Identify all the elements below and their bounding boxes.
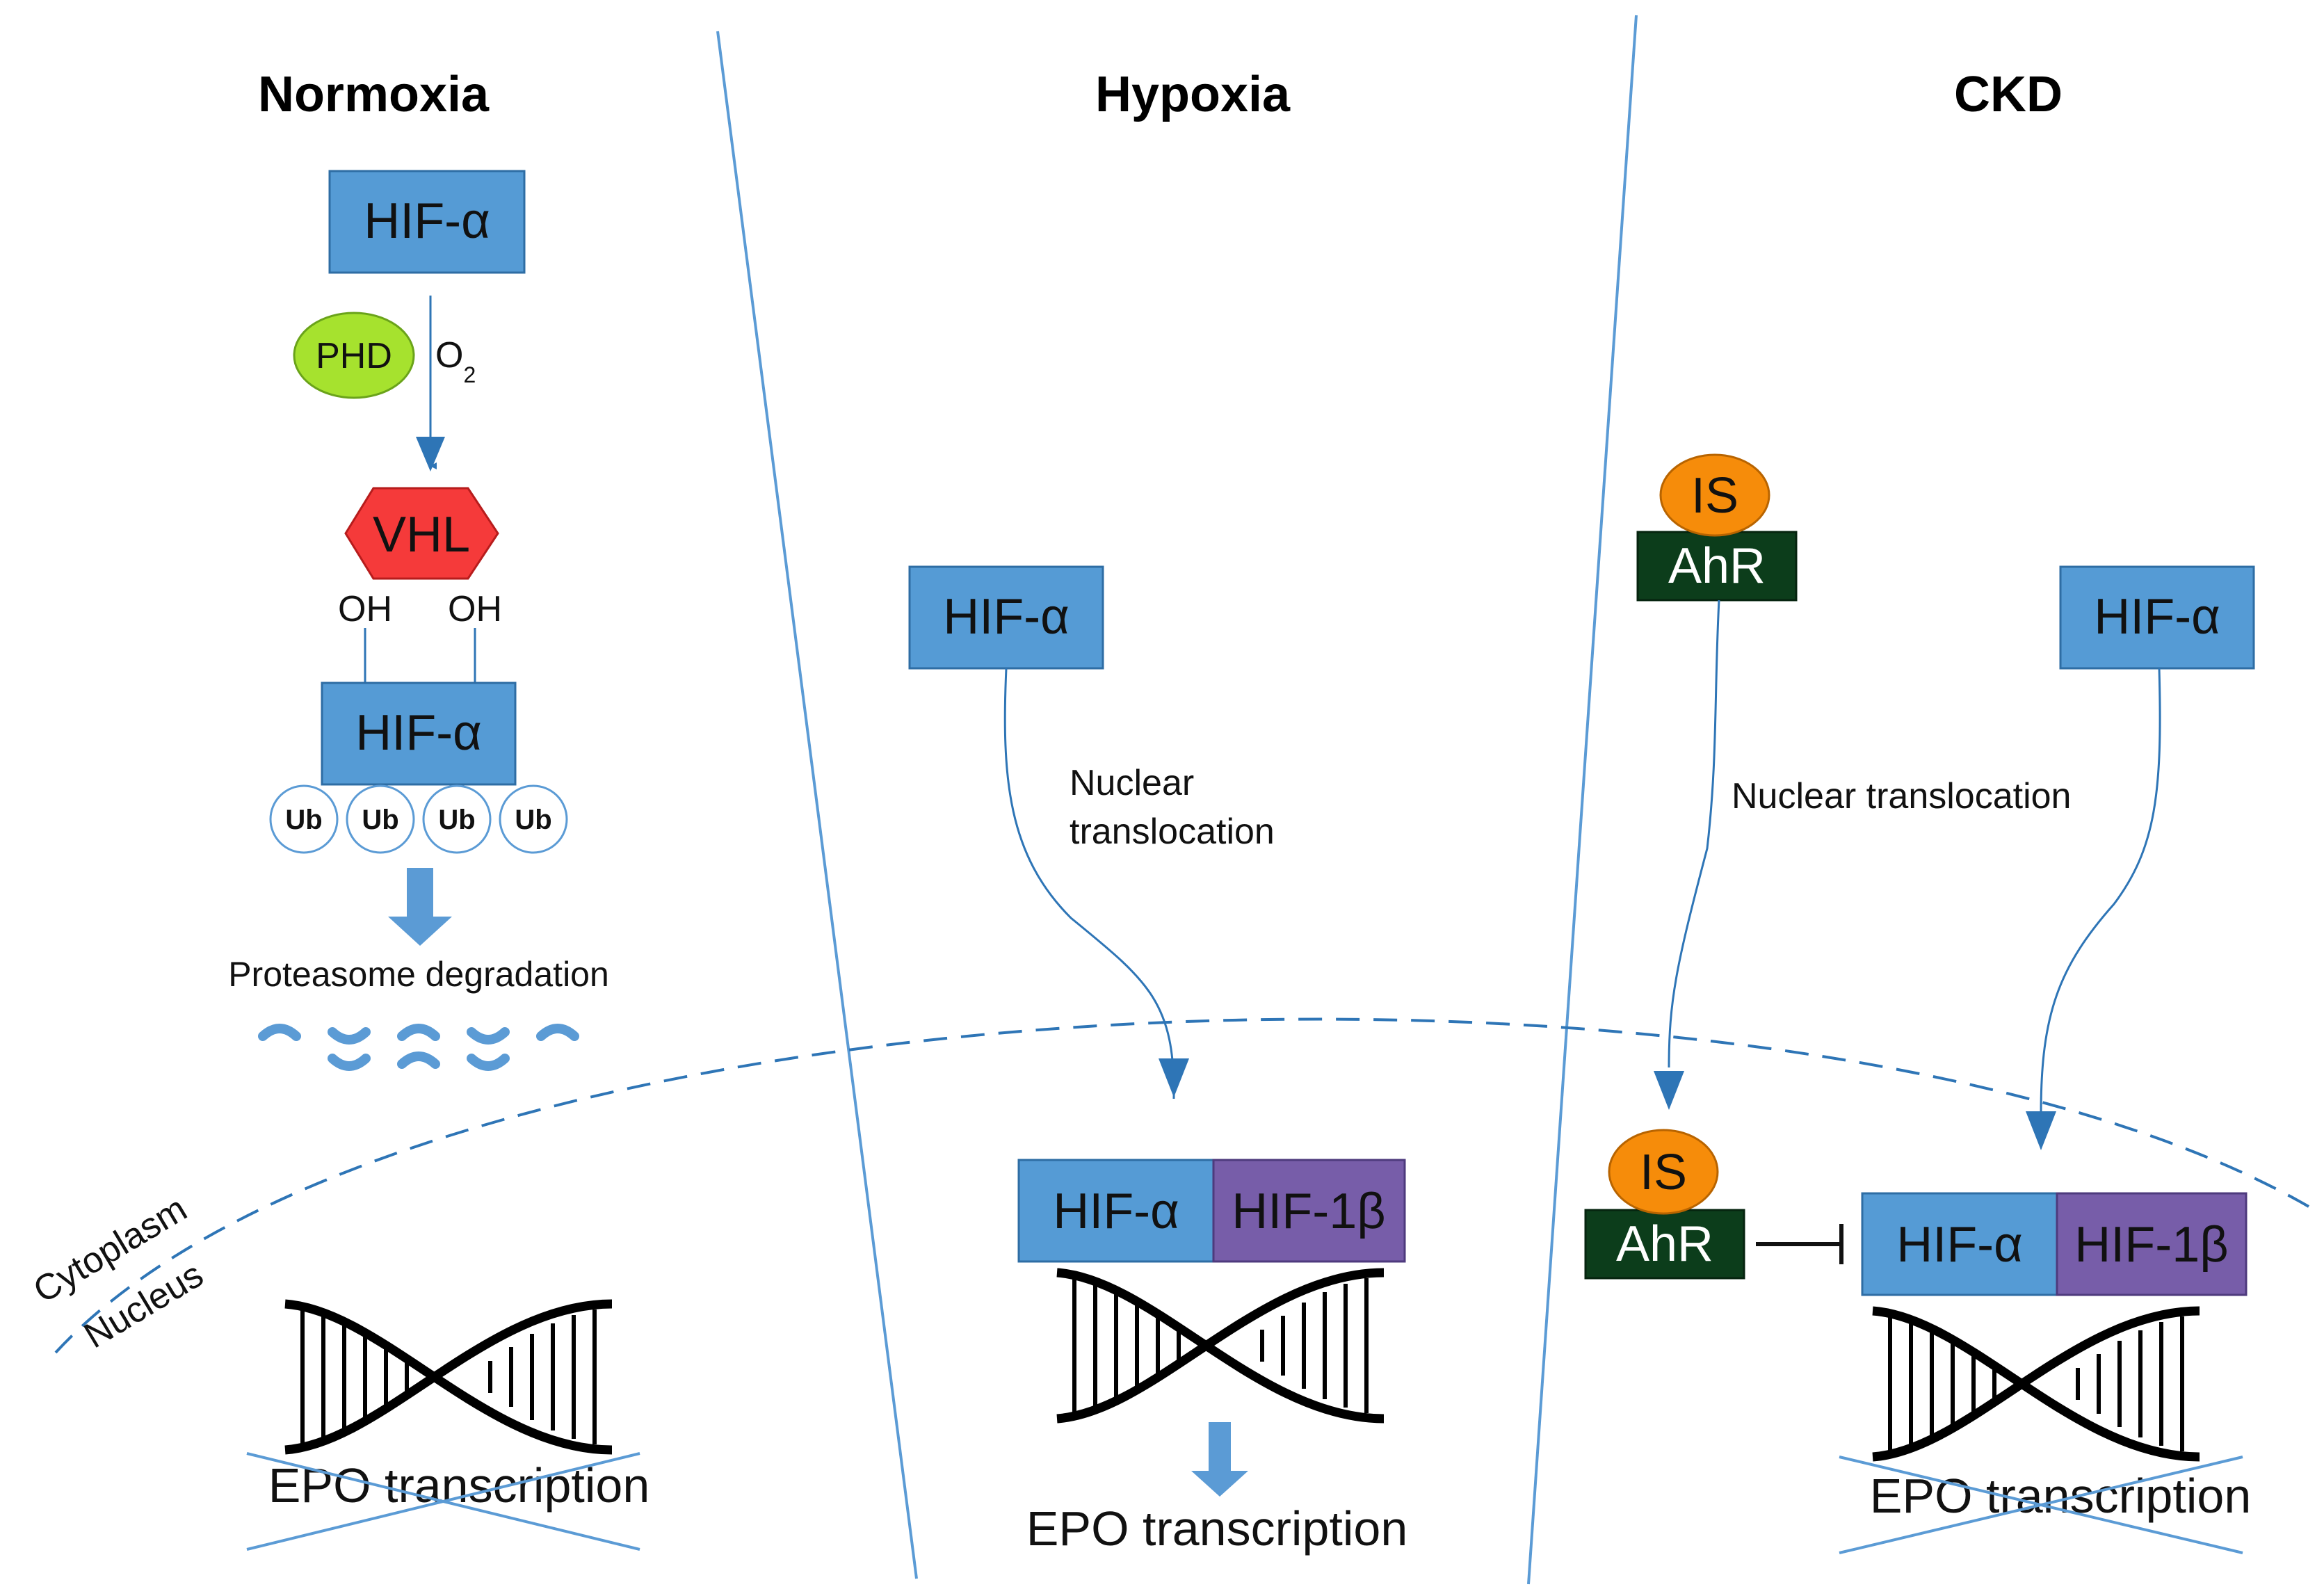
ubiquitin-label: Ub: [285, 805, 322, 835]
is-label: IS: [1640, 1145, 1687, 1200]
hif-1beta-complex-box: [2056, 1192, 2248, 1296]
nuclear-translocation-label: Nuclear: [1070, 763, 1194, 803]
hypoxia-panel: Hypoxia HIF-α Nuclear translocation HIF-…: [908, 67, 1408, 1556]
hif-1beta-complex-box: [1212, 1159, 1406, 1263]
inhibition-bar-icon: [1756, 1224, 1843, 1264]
hif-translocation-arrow: [2040, 668, 2161, 1113]
ahr-label: AhR: [1616, 1216, 1713, 1272]
ubiquitin-label: Ub: [362, 805, 398, 835]
normoxia-title: Normoxia: [258, 67, 490, 122]
hif-1beta-complex-label: HIF-1β: [1232, 1184, 1385, 1239]
hif-alpha-box: [2059, 565, 2255, 670]
hif-alpha-box-bound: [321, 682, 517, 786]
ckd-title: CKD: [1954, 67, 2063, 122]
hif-1beta-complex-label: HIF-1β: [2074, 1217, 2228, 1273]
protein-fragment-icon: [258, 1024, 579, 1071]
panel-divider-left: [716, 31, 918, 1579]
arrow-down-icon: [1191, 1422, 1248, 1497]
ubiquitin-label: Ub: [438, 805, 475, 835]
hypoxia-title: Hypoxia: [1095, 67, 1291, 122]
hif-alpha-label: HIF-α: [2094, 589, 2220, 645]
hif-alpha-complex-label: HIF-α: [1053, 1184, 1179, 1239]
ubiquitin-label: Ub: [515, 805, 551, 835]
epo-transcription-label: EPO transcription: [1026, 1501, 1408, 1556]
nuclear-translocation-label-2: translocation: [1070, 812, 1275, 852]
hif-alpha-box-top: [328, 170, 526, 274]
vhl-label: VHL: [373, 507, 470, 563]
translocation-arrow: [1003, 668, 1175, 1099]
arrow-down-icon: [2026, 1111, 2056, 1150]
arrow-down-icon: [1159, 1058, 1189, 1097]
nuclear-translocation-label: Nuclear translocation: [1732, 776, 2071, 816]
oh-group-right: OH: [448, 589, 502, 629]
hif-alpha-complex-box: [1017, 1159, 1215, 1263]
is-toxin-bottom: [1608, 1129, 1719, 1215]
ahr-receptor-bottom: [1584, 1209, 1745, 1280]
epo-transcription-label: EPO transcription: [1870, 1469, 2252, 1523]
dna-helix-icon: [1873, 1311, 2200, 1457]
nuclear-membrane: [54, 1017, 2309, 1354]
hif-alpha-complex-label: HIF-α: [1896, 1217, 2023, 1273]
ahr-receptor-top: [1636, 531, 1798, 602]
ahr-label: AhR: [1668, 538, 1766, 594]
hif-alpha-bound-label: HIF-α: [355, 705, 482, 761]
hif-alpha-complex-box: [1861, 1192, 2058, 1296]
is-toxin-top: [1659, 453, 1770, 537]
dna-helix-icon: [285, 1304, 612, 1450]
ahr-translocation-arrow: [1668, 599, 1720, 1068]
hif-alpha-label: HIF-α: [943, 589, 1070, 645]
ubiquitin-chain: Ub Ub Ub Ub: [269, 784, 568, 854]
ckd-panel: CKD AhR IS HIF-α Nuclear translocation A…: [1584, 67, 2255, 1554]
hif-alpha-box: [908, 565, 1104, 670]
arrow-down-icon: [416, 437, 445, 471]
oh-group-left: OH: [338, 589, 392, 629]
cross-out-mark: [1839, 1456, 2243, 1554]
arrow-down-icon: [388, 868, 452, 946]
phd-label: PHD: [316, 336, 392, 376]
arrow-down-icon: [1654, 1071, 1684, 1110]
proteasome-degradation-label: Proteasome degradation: [228, 955, 609, 994]
dna-helix-icon: [1057, 1273, 1384, 1419]
cross-out-mark: [246, 1452, 640, 1551]
vhl-protein: [344, 487, 499, 580]
is-label: IS: [1691, 468, 1738, 524]
phd-enzyme: [293, 312, 415, 399]
panel-divider-right: [1527, 15, 1638, 1585]
normoxia-panel: Normoxia HIF-α PHD O2 VHL OH OH HIF-α Ub…: [228, 67, 649, 1551]
oxygen-label: O2: [435, 335, 476, 387]
hif-alpha-label: HIF-α: [364, 193, 490, 249]
